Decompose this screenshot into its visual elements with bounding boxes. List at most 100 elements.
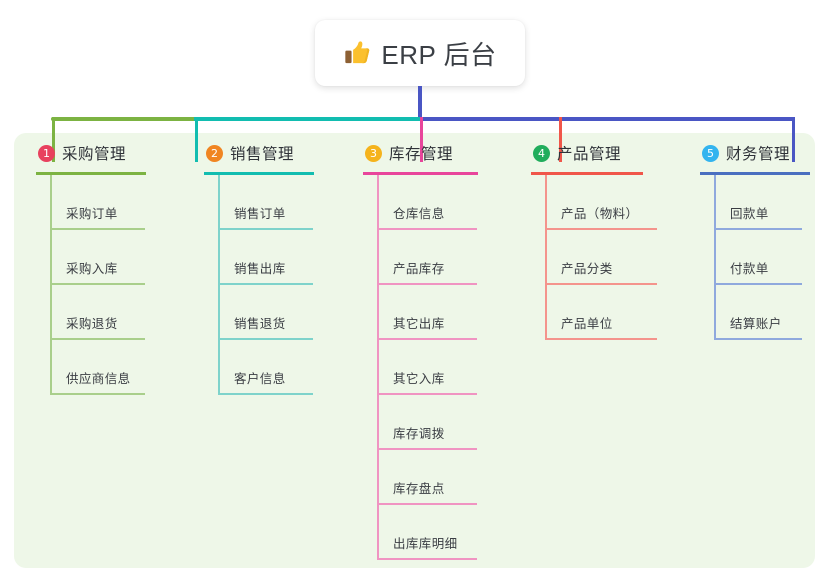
menu-item-underline xyxy=(377,283,477,285)
connector-bus-segment-1 xyxy=(51,117,196,121)
menu-item[interactable]: 产品分类 xyxy=(531,230,657,285)
menu-item-label: 出库库明细 xyxy=(393,537,458,551)
menu-item-underline xyxy=(714,228,802,230)
category-number-badge: 5 xyxy=(702,144,719,162)
menu-item-underline xyxy=(377,338,477,340)
category-branch: 回款单付款单结算账户 xyxy=(700,175,810,340)
menu-item[interactable]: 结算账户 xyxy=(700,285,810,340)
menu-item-underline xyxy=(545,338,657,340)
menu-item-label: 产品库存 xyxy=(393,262,445,276)
menu-item-underline xyxy=(377,393,477,395)
menu-item[interactable]: 付款单 xyxy=(700,230,810,285)
category-underline xyxy=(36,172,146,175)
menu-item-underline xyxy=(218,283,313,285)
menu-item[interactable]: 供应商信息 xyxy=(36,340,146,395)
category-header-1[interactable]: 1 采购管理 xyxy=(36,140,146,166)
category-title: 销售管理 xyxy=(230,146,295,163)
menu-item-label: 结算账户 xyxy=(730,317,782,331)
menu-item-label: 库存调拨 xyxy=(393,427,445,441)
category-header-5[interactable]: 5 财务管理 xyxy=(700,140,810,166)
menu-item-label: 其它出库 xyxy=(393,317,445,331)
category-number-badge: 1 xyxy=(38,144,55,162)
category-title: 产品管理 xyxy=(557,146,622,163)
menu-item-label: 产品单位 xyxy=(561,317,613,331)
category-number-badge: 3 xyxy=(365,144,382,162)
category-title: 财务管理 xyxy=(726,146,791,163)
menu-item-underline xyxy=(50,393,145,395)
connector-trunk xyxy=(418,86,422,119)
menu-item[interactable]: 采购退货 xyxy=(36,285,146,340)
menu-item-label: 产品分类 xyxy=(561,262,613,276)
menu-item[interactable]: 其它出库 xyxy=(363,285,478,340)
menu-item-label: 采购退货 xyxy=(66,317,118,331)
menu-item[interactable]: 销售出库 xyxy=(204,230,314,285)
menu-item[interactable]: 产品（物料） xyxy=(531,175,657,230)
menu-item[interactable]: 仓库信息 xyxy=(363,175,478,230)
branch-stem xyxy=(545,175,547,340)
menu-item-label: 付款单 xyxy=(730,262,769,276)
menu-item-label: 供应商信息 xyxy=(66,372,131,386)
category-column-4: 4 产品管理产品（物料） 产品分类产品单位 xyxy=(531,140,657,340)
category-header-3[interactable]: 3 库存管理 xyxy=(363,140,478,166)
menu-item-underline xyxy=(377,448,477,450)
menu-item[interactable]: 回款单 xyxy=(700,175,810,230)
category-column-5: 5 财务管理回款单付款单结算账户 xyxy=(700,140,810,340)
category-branch: 销售订单销售出库销售退货客户信息 xyxy=(204,175,314,395)
connector-drop-3 xyxy=(420,117,423,162)
branch-stem xyxy=(714,175,716,340)
menu-item-label: 采购入库 xyxy=(66,262,118,276)
menu-item-underline xyxy=(218,338,313,340)
category-column-1: 1 采购管理采购订单采购入库采购退货供应商信息 xyxy=(36,140,146,395)
branch-stem xyxy=(377,175,379,560)
menu-item-underline xyxy=(714,283,802,285)
menu-item-label: 采购订单 xyxy=(66,207,118,221)
connector-drop-4 xyxy=(559,117,562,162)
category-underline xyxy=(204,172,314,175)
menu-item-underline xyxy=(218,228,313,230)
menu-item-label: 销售出库 xyxy=(234,262,286,276)
menu-item[interactable]: 采购订单 xyxy=(36,175,146,230)
menu-item-label: 销售退货 xyxy=(234,317,286,331)
category-branch: 仓库信息产品库存其它出库其它入库库存调拨库存盘点出库库明细 xyxy=(363,175,478,560)
menu-item-label: 销售订单 xyxy=(234,207,286,221)
thumbs-up-icon xyxy=(345,41,370,64)
menu-item[interactable]: 库存盘点 xyxy=(363,450,478,505)
menu-item-underline xyxy=(545,283,657,285)
menu-item[interactable]: 出库库明细 xyxy=(363,505,478,560)
root-node-title: ERP 后台 xyxy=(381,39,497,70)
root-node-erp-backend[interactable]: ERP 后台 xyxy=(315,20,525,86)
menu-item[interactable]: 库存调拨 xyxy=(363,395,478,450)
branch-stem xyxy=(218,175,220,395)
menu-item-underline xyxy=(50,228,145,230)
category-header-2[interactable]: 2 销售管理 xyxy=(204,140,314,166)
category-title: 采购管理 xyxy=(62,146,127,163)
connector-drop-1 xyxy=(52,117,55,162)
category-column-3: 3 库存管理仓库信息产品库存其它出库其它入库库存调拨库存盘点出库库明细 xyxy=(363,140,478,560)
category-header-4[interactable]: 4 产品管理 xyxy=(531,140,643,166)
menu-item[interactable]: 产品单位 xyxy=(531,285,657,340)
category-number-badge: 4 xyxy=(533,144,550,162)
menu-item-underline xyxy=(50,283,145,285)
category-underline xyxy=(531,172,643,175)
menu-item[interactable]: 销售退货 xyxy=(204,285,314,340)
menu-item-underline xyxy=(377,228,477,230)
menu-item-label: 其它入库 xyxy=(393,372,445,386)
menu-item-label: 仓库信息 xyxy=(393,207,445,221)
connector-drop-2 xyxy=(195,117,198,162)
menu-item[interactable]: 采购入库 xyxy=(36,230,146,285)
category-underline xyxy=(700,172,810,175)
category-number-badge: 2 xyxy=(206,144,223,162)
menu-item[interactable]: 客户信息 xyxy=(204,340,314,395)
menu-item[interactable]: 其它入库 xyxy=(363,340,478,395)
menu-item[interactable]: 产品库存 xyxy=(363,230,478,285)
diagram-panel xyxy=(14,133,815,568)
category-title: 库存管理 xyxy=(389,146,454,163)
menu-item-label: 回款单 xyxy=(730,207,769,221)
connector-bus-segment-3 xyxy=(420,117,795,121)
menu-item-underline xyxy=(545,228,657,230)
menu-item-label: 产品（物料） xyxy=(561,207,639,221)
menu-item-underline xyxy=(218,393,313,395)
menu-item[interactable]: 销售订单 xyxy=(204,175,314,230)
branch-stem xyxy=(50,175,52,395)
connector-drop-5 xyxy=(792,117,795,162)
